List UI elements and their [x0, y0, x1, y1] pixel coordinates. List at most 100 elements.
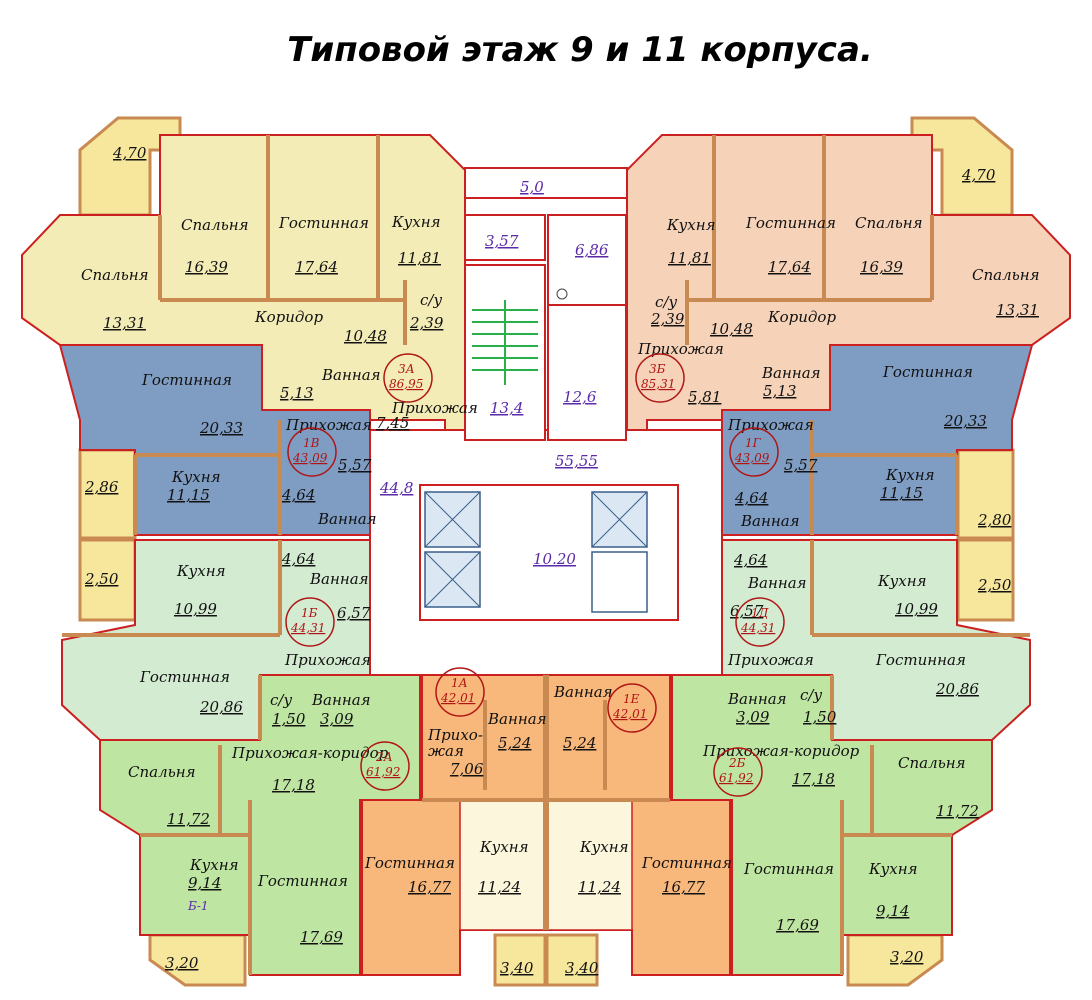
apartment-1v [58, 344, 371, 536]
apartment-area: 44,31 [290, 621, 325, 635]
balcony-area: 2,86 [84, 478, 119, 496]
room-area: 11,72 [167, 810, 210, 828]
core-area: 55,55 [555, 452, 598, 470]
room-area: 10,99 [174, 600, 217, 618]
room-label: Ванная [311, 691, 371, 709]
apartment-code: 1Б [301, 606, 318, 620]
room-area: 5,13 [763, 382, 796, 400]
room-area: 20,33 [199, 419, 243, 437]
room-label: Ванная [317, 510, 377, 528]
room-label: Кухня [885, 466, 935, 484]
room-area: 5,24 [563, 734, 596, 752]
room-label: Кухня [479, 838, 529, 856]
core-area: 13,4 [490, 399, 523, 417]
room-label: Гостинная [141, 371, 232, 389]
room-label: Гостинная [278, 214, 369, 232]
core-area: 5,0 [520, 178, 544, 196]
room-label: Спальня [81, 266, 149, 284]
room-area: 17,64 [768, 258, 811, 276]
room-area: 17,69 [776, 916, 819, 934]
apartment-area: 86,95 [389, 377, 423, 391]
room-area: 7,45 [376, 414, 409, 432]
room-label: с/у [420, 291, 442, 309]
apartment-area: 61,92 [719, 771, 753, 785]
room-label: Кухня [579, 838, 629, 856]
apartment-area: 85,31 [641, 377, 675, 391]
apartment-code: 1Е [623, 692, 640, 706]
room-area: 1,50 [272, 710, 306, 728]
room-label: Кухня [189, 856, 239, 874]
balconies [78, 116, 1015, 987]
room-label: с/у [800, 686, 822, 704]
balcony-area: 3,40 [565, 959, 599, 977]
partitions [62, 135, 1030, 975]
balcony-area: 3,40 [500, 959, 534, 977]
apartment-code: 2А [375, 750, 393, 764]
room-area: 11,15 [167, 486, 210, 504]
room-label: Прихожая [391, 399, 478, 417]
core-area: 10.20 [533, 550, 576, 568]
room-area: 11,81 [398, 249, 441, 267]
core-area: 6,86 [575, 241, 609, 259]
room-area: 11,81 [668, 249, 711, 267]
apartment-code: 1Г [745, 436, 762, 450]
balcony-area: 4,70 [961, 166, 996, 184]
balcony-ne [910, 116, 1014, 217]
room-area: 5,13 [280, 384, 313, 402]
room-area: 3,09 [736, 708, 770, 726]
balcony-s1 [493, 933, 547, 987]
room-label: Спальня [128, 763, 196, 781]
room-label: Коридор [767, 308, 836, 326]
room-area: 10,99 [895, 600, 938, 618]
room-label: Гостинная [745, 214, 836, 232]
room-label: Прихожая [284, 651, 371, 669]
room-label: Ванная [487, 710, 547, 728]
apartment-area: 61,92 [366, 765, 400, 779]
balcony-e2 [956, 538, 1015, 622]
room-label: Гостинная [875, 651, 966, 669]
room-label: Ванная [321, 366, 381, 384]
room-area: 1,50 [803, 708, 837, 726]
room-area: 9,14 [876, 902, 909, 920]
core [369, 167, 723, 676]
room-area: 2,39 [409, 314, 444, 332]
room-area: 3,09 [320, 710, 354, 728]
apartment-area: 43,09 [734, 451, 770, 465]
apartment-area: 42,01 [612, 707, 647, 721]
room-label: Прихожая [727, 651, 814, 669]
balcony-w2 [78, 538, 137, 622]
room-label: Кухня [176, 562, 226, 580]
room-area: 4,64 [281, 550, 315, 568]
room-label: Прихожая-коридор [702, 742, 860, 760]
room-area: 5,57 [784, 456, 818, 474]
room-area: 11,24 [478, 878, 521, 896]
room-area: 5,57 [338, 456, 372, 474]
room-label: с/у [655, 293, 677, 311]
room-label: Кухня [391, 213, 441, 231]
room-label: Прихожая-коридор [231, 744, 389, 762]
room-area: 11,72 [936, 802, 979, 820]
kitchen-1e-bg [547, 799, 633, 931]
room-area: 20,86 [935, 680, 979, 698]
apartment-code: 3А [398, 362, 415, 376]
room-area: 16,39 [185, 258, 228, 276]
core-area: 12,6 [563, 388, 597, 406]
page-title: Типовой этаж 9 и 11 корпуса. [287, 30, 873, 70]
core-area: 44,8 [379, 479, 413, 497]
room-label: Ванная [747, 574, 807, 592]
room-area: 20,33 [943, 412, 987, 430]
mark-label: Б-1 [187, 899, 209, 913]
balcony-area: 2,50 [977, 576, 1012, 594]
room-label: Прихо- [427, 726, 483, 744]
room-label: Кухня [868, 860, 918, 878]
apartment-area: 43,09 [292, 451, 328, 465]
room-label: Ванная [309, 570, 369, 588]
room-label: Спальня [181, 216, 249, 234]
room-area: 17,18 [272, 776, 315, 794]
room-area: 13,31 [103, 314, 146, 332]
room-label: Кухня [877, 572, 927, 590]
apartment-area: 42,01 [440, 691, 475, 705]
room-area: 11,24 [578, 878, 621, 896]
room-area: 5,81 [688, 388, 721, 406]
room-label: Прихожая [637, 340, 724, 358]
